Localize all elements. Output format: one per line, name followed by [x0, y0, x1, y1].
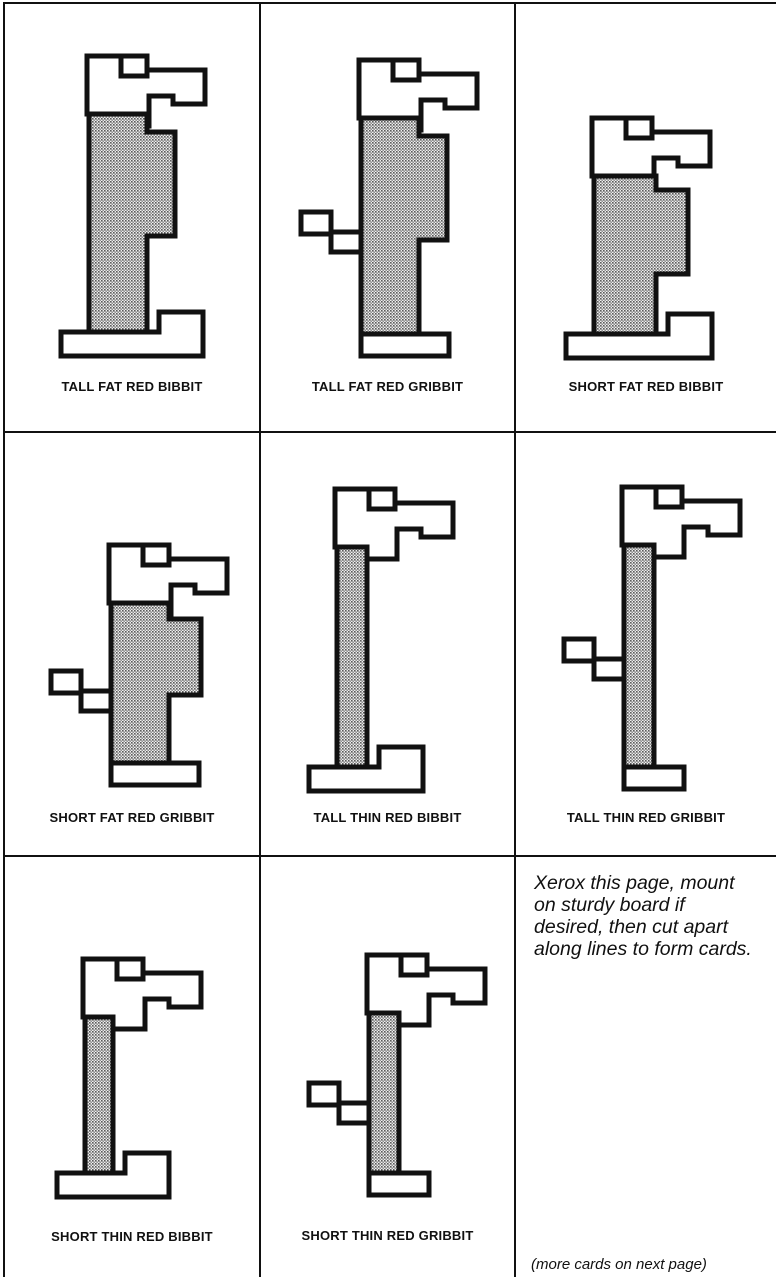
arm-segment — [331, 232, 361, 252]
eye-square — [143, 545, 169, 565]
card-short-thin-red-bibbit: SHORT THIN RED BIBBIT — [5, 857, 259, 1277]
arm-segment — [81, 691, 111, 711]
eye-square — [656, 487, 682, 507]
creature-figure — [516, 4, 776, 431]
foot-shape — [624, 767, 684, 789]
foot-shape — [369, 1173, 429, 1195]
eye-square — [117, 959, 143, 979]
creature-figure — [516, 433, 776, 855]
body-shape — [624, 545, 654, 767]
card-short-thin-red-gribbit: SHORT THIN RED GRIBBIT — [261, 857, 514, 1277]
arm-segment — [339, 1103, 369, 1123]
card-tall-fat-red-bibbit: TALL FAT RED BIBBIT — [5, 4, 259, 431]
body-shape — [337, 547, 367, 767]
eye-square — [393, 60, 419, 80]
eye-square — [626, 118, 652, 138]
creature-figure — [5, 4, 259, 431]
body-shape — [361, 118, 447, 334]
eye-square — [369, 489, 395, 509]
card-tall-thin-red-bibbit: TALL THIN RED BIBBIT — [261, 433, 514, 855]
creature-figure — [261, 433, 514, 855]
creature-figure — [5, 857, 259, 1277]
arm-hand — [51, 671, 81, 693]
card-label: TALL THIN RED BIBBIT — [261, 810, 514, 825]
creature-figure — [5, 433, 259, 855]
card-label: TALL THIN RED GRIBBIT — [516, 810, 776, 825]
creature-figure — [261, 4, 514, 431]
arm-segment — [594, 659, 624, 679]
body-shape — [89, 114, 175, 332]
card-label: SHORT THIN RED BIBBIT — [5, 1229, 259, 1244]
card-tall-fat-red-gribbit: TALL FAT RED GRIBBIT — [261, 4, 514, 431]
creature-figure — [261, 857, 514, 1277]
foot-shape — [111, 763, 199, 785]
body-shape — [594, 176, 688, 334]
body-shape — [85, 1017, 113, 1173]
arm-hand — [309, 1083, 339, 1105]
card-label: SHORT THIN RED GRIBBIT — [261, 1228, 514, 1243]
card-label: SHORT FAT RED GRIBBIT — [5, 810, 259, 825]
body-shape — [369, 1013, 399, 1173]
card-short-fat-red-gribbit: SHORT FAT RED GRIBBIT — [5, 433, 259, 855]
arm-hand — [301, 212, 331, 234]
eye-square — [121, 56, 147, 76]
card-short-fat-red-bibbit: SHORT FAT RED BIBBIT — [516, 4, 776, 431]
cutting-instructions: Xerox this page, mount on sturdy board i… — [534, 872, 776, 960]
card-label: TALL FAT RED GRIBBIT — [261, 379, 514, 394]
footer-note: (more cards on next page) — [531, 1256, 707, 1273]
arm-hand — [564, 639, 594, 661]
card-label: SHORT FAT RED BIBBIT — [516, 379, 776, 394]
eye-square — [401, 955, 427, 975]
foot-shape — [361, 334, 449, 356]
body-shape — [111, 603, 201, 763]
card-tall-thin-red-gribbit: TALL THIN RED GRIBBIT — [516, 433, 776, 855]
card-label: TALL FAT RED BIBBIT — [5, 379, 259, 394]
